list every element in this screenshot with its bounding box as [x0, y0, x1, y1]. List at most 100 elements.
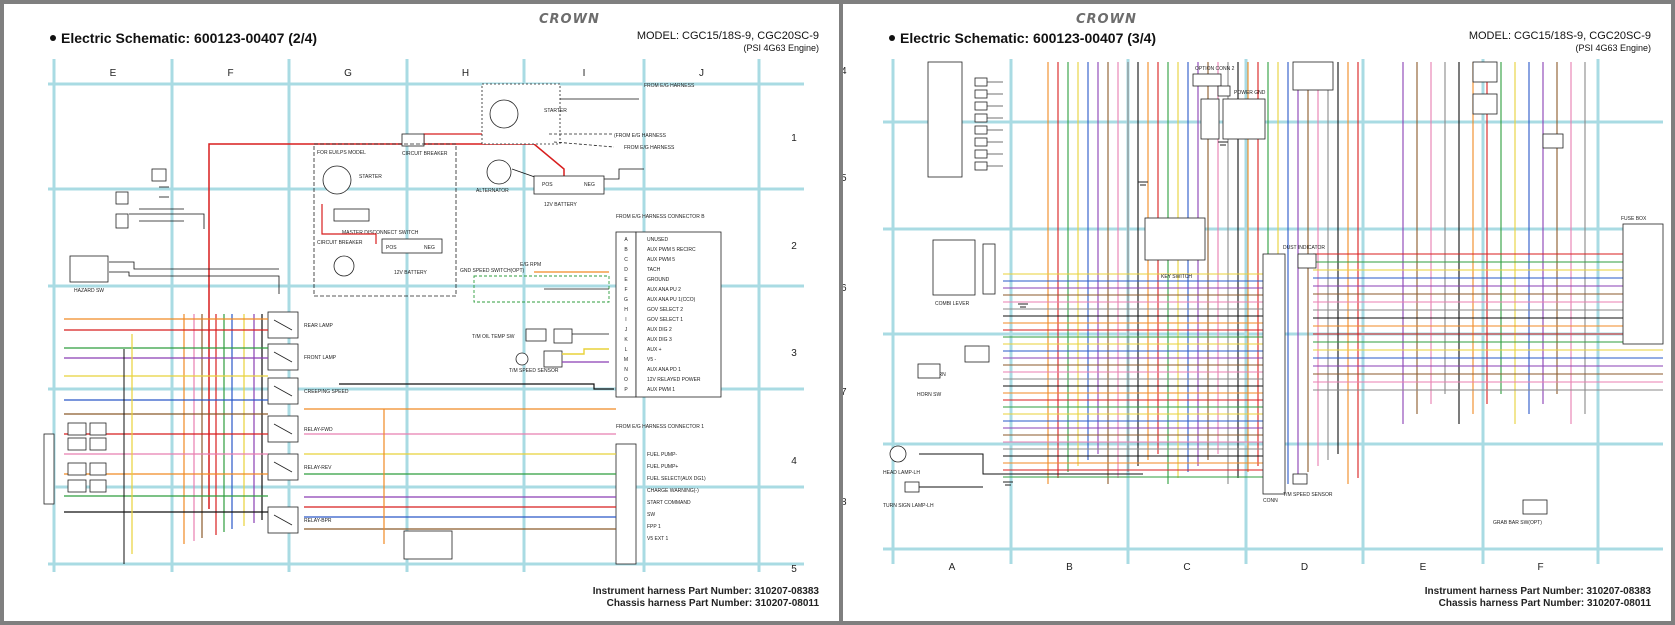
eu-lps-label: FOR EU/LPS MODEL: [317, 150, 366, 156]
dust-indicator-connector: [1297, 253, 1317, 269]
connector-b-pin-label: AUX ANA PD 1: [647, 367, 681, 373]
schematic-page-right: CROWN Electric Schematic: 600123-00407 (…: [843, 4, 1671, 621]
master-disconnect-box: [333, 208, 370, 222]
head-lamp-symbol: [889, 445, 907, 463]
connector-b-pin-label: UNUSED: [647, 237, 669, 243]
connector-b-pin-label: GOV SELECT 1: [647, 317, 683, 323]
battery-box: [381, 238, 443, 254]
battery-pos-label: POS: [542, 182, 553, 188]
connector-1-pin-label: FUEL SELECT(AUX DG1): [647, 476, 706, 482]
dust-indicator-label: DUST INDICATOR: [1283, 245, 1325, 251]
connector-b-pin-letter: P: [624, 387, 628, 393]
column-letter-i: I: [583, 68, 586, 79]
connector-1-pin-label: SW: [647, 512, 655, 518]
row-number-1: 1: [791, 133, 797, 144]
schematic-page-left: CROWN Electric Schematic: 600123-00407 (…: [4, 4, 839, 621]
dose-pw-sol-connector: [67, 462, 87, 476]
row-number-7: 7: [843, 387, 847, 398]
connector-pin: [974, 89, 988, 99]
connector-b-pin-letter: L: [625, 347, 628, 353]
connector-b-pin-label: AUX PWM 5 RECIRC: [647, 247, 696, 253]
connector-b-pin-letter: F: [624, 287, 627, 293]
footer-chassis-harness: Chassis harness Part Number: 310207-0801…: [1438, 598, 1651, 609]
turn-sign-lamp-symbol: [904, 481, 920, 493]
connector-pin: [974, 125, 988, 135]
row-number-4: 4: [791, 456, 797, 467]
battery-label: 12V BATTERY: [394, 270, 428, 276]
engine-label: (PSI 4G63 Engine): [743, 43, 819, 53]
connector-b-pin-letter: B: [624, 247, 628, 253]
dose-fwd-sol-connector: [67, 422, 87, 436]
dashed-wire: [549, 133, 615, 148]
page-title-text: Electric Schematic: 600123-00407 (3/4): [900, 30, 1157, 46]
page-edge-connector: [43, 433, 55, 505]
crown-logo: CROWN: [539, 12, 600, 27]
connector-b-pin-letter: D: [624, 267, 628, 273]
wire-red: [321, 204, 377, 244]
connector-b-pin-letter: N: [624, 367, 628, 373]
column-letter-a: A: [949, 562, 956, 573]
connector-b-pin-label: AUX DIG 2: [647, 327, 672, 333]
circuit-breaker-label: CIRCUIT BREAKER: [402, 151, 448, 157]
combi-lever-connector: [982, 243, 996, 295]
alternator-label: ALTERNATOR: [476, 188, 509, 194]
connector-1-body: [615, 443, 637, 565]
battery-neg-label: NEG: [424, 245, 435, 251]
relay-contact: [273, 423, 293, 435]
connector-block: [1200, 98, 1220, 140]
relay-label: CREEPING SPEED: [304, 389, 349, 395]
wire-black: [129, 213, 205, 229]
connector-pin: [974, 113, 988, 123]
column-letter-h: H: [462, 68, 469, 79]
wire-black: [604, 168, 644, 180]
connector-pin: [974, 161, 988, 171]
from-eg-harness-label: FROM E/G HARNESS: [624, 145, 675, 151]
connector-b-pin-letter: J: [625, 327, 628, 333]
relay-contact: [273, 514, 293, 526]
connector-b-pin-label: AUX ANA PU 1(CCO): [647, 297, 696, 303]
conn-label: CONN: [1263, 498, 1278, 504]
option-conn-connector: [1192, 73, 1222, 87]
connector-b-pins: [635, 231, 722, 398]
model-label: MODEL: CGC15/18S-9, CGC20SC-9: [636, 30, 819, 42]
connector-pin: [974, 77, 988, 87]
model-label: MODEL: CGC15/18S-9, CGC20SC-9: [1468, 30, 1651, 42]
connector-pin: [974, 101, 988, 111]
key-switch-label: KEY SWITCH: [1161, 274, 1192, 280]
tm-speed-label: T/M SPEED SENSOR: [509, 368, 559, 374]
dose-bp-sol-connector: [89, 479, 107, 493]
connector-b-pin-label: TACH: [647, 267, 661, 273]
head-lamp-label: HEAD LAMP-LH: [883, 470, 920, 476]
relay-label: RELAY-REV: [304, 465, 332, 471]
row-number-4: 4: [843, 66, 847, 77]
connector-b-pin-letter: I: [625, 317, 626, 323]
column-letter-c: C: [1183, 562, 1190, 573]
battery-pos-label: POS: [386, 245, 397, 251]
column-letter-e: E: [110, 68, 117, 79]
grab-bar-switch-label: GRAB BAR SW(OPT): [1493, 520, 1542, 526]
relay-label: RELAY-BPR: [304, 518, 332, 524]
column-letter-e: E: [1420, 562, 1427, 573]
connector-1-pin-label: V5 EXT 1: [647, 536, 669, 542]
dose-pw-sol-connector: [89, 462, 107, 476]
starter-label: STARTER: [544, 108, 567, 114]
relay-label: RELAY-FWD: [304, 427, 333, 433]
option-conn-label: OPTION CONN 2: [1195, 66, 1235, 72]
connector-b-pin-letter: A: [624, 237, 628, 243]
connector-b-pin-label: AUX +: [647, 347, 662, 353]
tm-speed-connector: [543, 350, 563, 368]
dose-rev-sol-connector: [67, 437, 87, 451]
dose-sol-connector: [1292, 61, 1334, 91]
relay-label: FRONT LAMP: [304, 355, 337, 361]
diode-box: [403, 530, 453, 560]
dose-bp-sol-connector: [67, 479, 87, 493]
horn-switch-label: HORN SW: [917, 392, 941, 398]
connector-b-pin-letter: K: [624, 337, 628, 343]
starter-motor-symbol: [489, 99, 519, 129]
parking-brake-connector: [115, 191, 129, 205]
turn-sign-lamp-label: TURN SIGN LAMP-LH: [883, 503, 934, 509]
dose-rev-sol-connector: [89, 437, 107, 451]
fuse-box: [1622, 223, 1664, 345]
connector-1-pin-label: FUEL PUMP-: [647, 452, 677, 458]
